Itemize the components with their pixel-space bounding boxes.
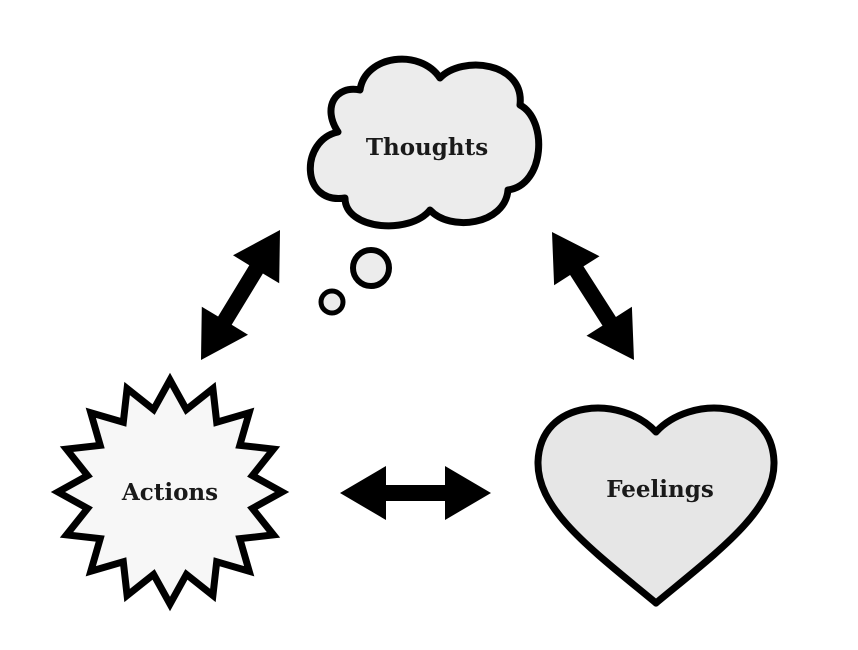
arrow-thoughts-feelings-icon [552, 232, 634, 360]
thought-bubble-large [350, 247, 392, 289]
arrows [201, 230, 634, 520]
thought-bubble-small [318, 288, 346, 316]
cloud-icon [306, 55, 543, 230]
starburst-icon [50, 372, 290, 612]
actions-label: Actions [121, 479, 218, 506]
arrow-actions-thoughts-icon [201, 230, 280, 360]
thoughts-label: Thoughts [366, 134, 488, 161]
arrow-actions-feelings-icon [340, 466, 491, 520]
heart-icon [534, 404, 778, 607]
thoughts-node: Thoughts [306, 55, 543, 316]
feelings-label: Feelings [606, 476, 714, 503]
feelings-node: Feelings [534, 404, 778, 607]
actions-node: Actions [50, 372, 290, 612]
